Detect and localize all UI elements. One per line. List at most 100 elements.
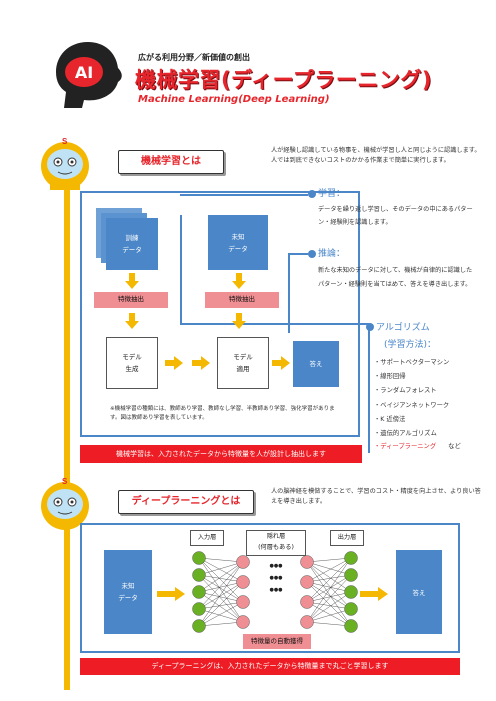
model-apply-box: モデル 適用 (217, 337, 269, 389)
header-subtitle: 広がる利用分野／新価値の創出 (138, 53, 250, 62)
right-arrow-icon (165, 355, 183, 374)
nn-connection (306, 591, 352, 603)
input-layer-label: 入力層 (190, 530, 224, 546)
nn-connection (306, 601, 352, 627)
nn-node (300, 595, 314, 609)
nn-connection (198, 561, 244, 593)
inference-desc: 新たな未知のデータに対して、機械が自律的に認識したパターン・経験則を当てはめて、… (318, 267, 473, 288)
nn-connection (306, 561, 352, 593)
nn-connection (306, 557, 352, 623)
algo-etc: など (448, 443, 461, 450)
inference-connector (288, 253, 308, 255)
nn-connection (198, 557, 244, 603)
svg-text:S: S (62, 477, 68, 486)
nn-connection (306, 574, 352, 583)
nn-node (236, 595, 250, 609)
algo-bullet-icon (366, 323, 374, 331)
nn-node (192, 551, 206, 565)
nn-node (192, 602, 206, 616)
nn-connection (198, 621, 244, 627)
nn-node (192, 568, 206, 582)
nn-connection (198, 608, 244, 623)
hidden-layer-label: 隠れ層 (何層もある) (246, 530, 306, 556)
nn-connection (198, 581, 244, 627)
robot-icon: S (36, 134, 94, 194)
learning-bullet-icon (308, 190, 316, 198)
model-generate-label: モデル 生成 (122, 353, 142, 373)
down-arrow-icon (232, 273, 246, 293)
nn-connection (306, 601, 352, 610)
learning-title: 学習： (318, 189, 346, 199)
training-data-label: 訓練 データ (122, 234, 142, 254)
feature-extraction-1: 特徴抽出 (94, 292, 168, 308)
ml-description: 人が経験し認識している物事を、機械が学習し人と同じように認識します。人では到底で… (271, 147, 481, 164)
algo-connector (180, 215, 182, 323)
ai-logo-icon: AI (48, 38, 128, 112)
nn-connection (306, 621, 352, 627)
right-arrow-icon (272, 355, 290, 374)
algo-item: ・K 近傍法 (374, 415, 406, 423)
nn-node (344, 602, 358, 616)
nn-node (300, 575, 314, 589)
nn-connection (198, 574, 244, 623)
nn-connection (198, 561, 244, 576)
nn-connection (306, 574, 352, 603)
nn-node (344, 551, 358, 565)
nn-connection (306, 608, 352, 623)
right-arrow-icon (192, 355, 210, 374)
nn-connection (198, 557, 244, 623)
nn-node (192, 585, 206, 599)
nn-connection (306, 591, 352, 623)
nn-connection (198, 557, 244, 583)
algo-list: ・サポートベクターマシン・線形回帰・ランダムフォレスト・ベイジアンネットワーク・… (374, 356, 494, 441)
ml-diagram-frame (80, 191, 360, 437)
learning-connector (180, 194, 308, 196)
algo-item: ・ベイジアンネットワーク (374, 401, 450, 409)
algo-last: ・ディープラーニング など (374, 441, 461, 450)
nn-connection (306, 561, 352, 576)
nn-connection (198, 561, 244, 610)
nn-connection (306, 561, 352, 610)
down-arrow-icon (125, 313, 139, 333)
nn-connection (198, 591, 244, 603)
page-title-en: Machine Learning(Deep Learning) (138, 94, 330, 105)
nn-connection (306, 581, 352, 593)
algo-item: ・サポートベクターマシン (374, 359, 450, 366)
neural-network (192, 551, 358, 633)
model-generate-box: モデル 生成 (106, 337, 158, 389)
learning-desc: データを繰り返し学習し、そのデータの中にあるパターン・経験則を認識します。 (318, 206, 473, 226)
svg-text:S: S (62, 137, 68, 146)
nn-connection (306, 557, 352, 563)
dl-description: 人の脳神経を模倣することで、学習のコスト・精度を向上させ、より良い答えを導き出し… (271, 488, 481, 505)
ml-answer-box: 答え (293, 341, 339, 387)
inference-title: 推論： (318, 249, 346, 259)
nn-node (344, 619, 358, 633)
training-data-box: 訓練 データ (106, 218, 158, 270)
nn-node (236, 555, 250, 569)
algo-item: ・遺伝的アルゴリズム (374, 430, 437, 438)
ml-heading: 機械学習とは (118, 150, 224, 174)
inference-connector-v (288, 253, 290, 333)
nn-connection (306, 557, 352, 583)
algo-deep-learning: ・ディープラーニング (374, 443, 437, 450)
model-apply-label: モデル 適用 (233, 353, 253, 373)
ai-logo-text: AI (74, 63, 94, 82)
ml-summary-bar: 機械学習は、入力されたデータから特徴量を人が設計し抽出します (80, 445, 362, 463)
output-layer-label: 出力層 (330, 530, 364, 546)
algo-title: アルゴリズム (376, 323, 430, 333)
ml-note: ※機械学習の種類には、教師あり学習、教師なし学習、半教師あり学習、強化学習があり… (110, 406, 335, 421)
nn-node (344, 585, 358, 599)
nn-connection (306, 581, 352, 627)
nn-connection (198, 557, 244, 563)
nn-connection (306, 574, 352, 623)
nn-node (344, 568, 358, 582)
timeline-line (64, 180, 70, 690)
nn-node (192, 619, 206, 633)
nn-connection (306, 581, 352, 610)
dl-answer-label: 答え (412, 589, 426, 597)
nn-connection (306, 557, 352, 603)
page-title: 機械学習(ディープラーニング) (135, 68, 432, 92)
nn-connection (198, 581, 244, 593)
algo-connector-h (180, 323, 370, 325)
down-arrow-icon (125, 273, 139, 293)
